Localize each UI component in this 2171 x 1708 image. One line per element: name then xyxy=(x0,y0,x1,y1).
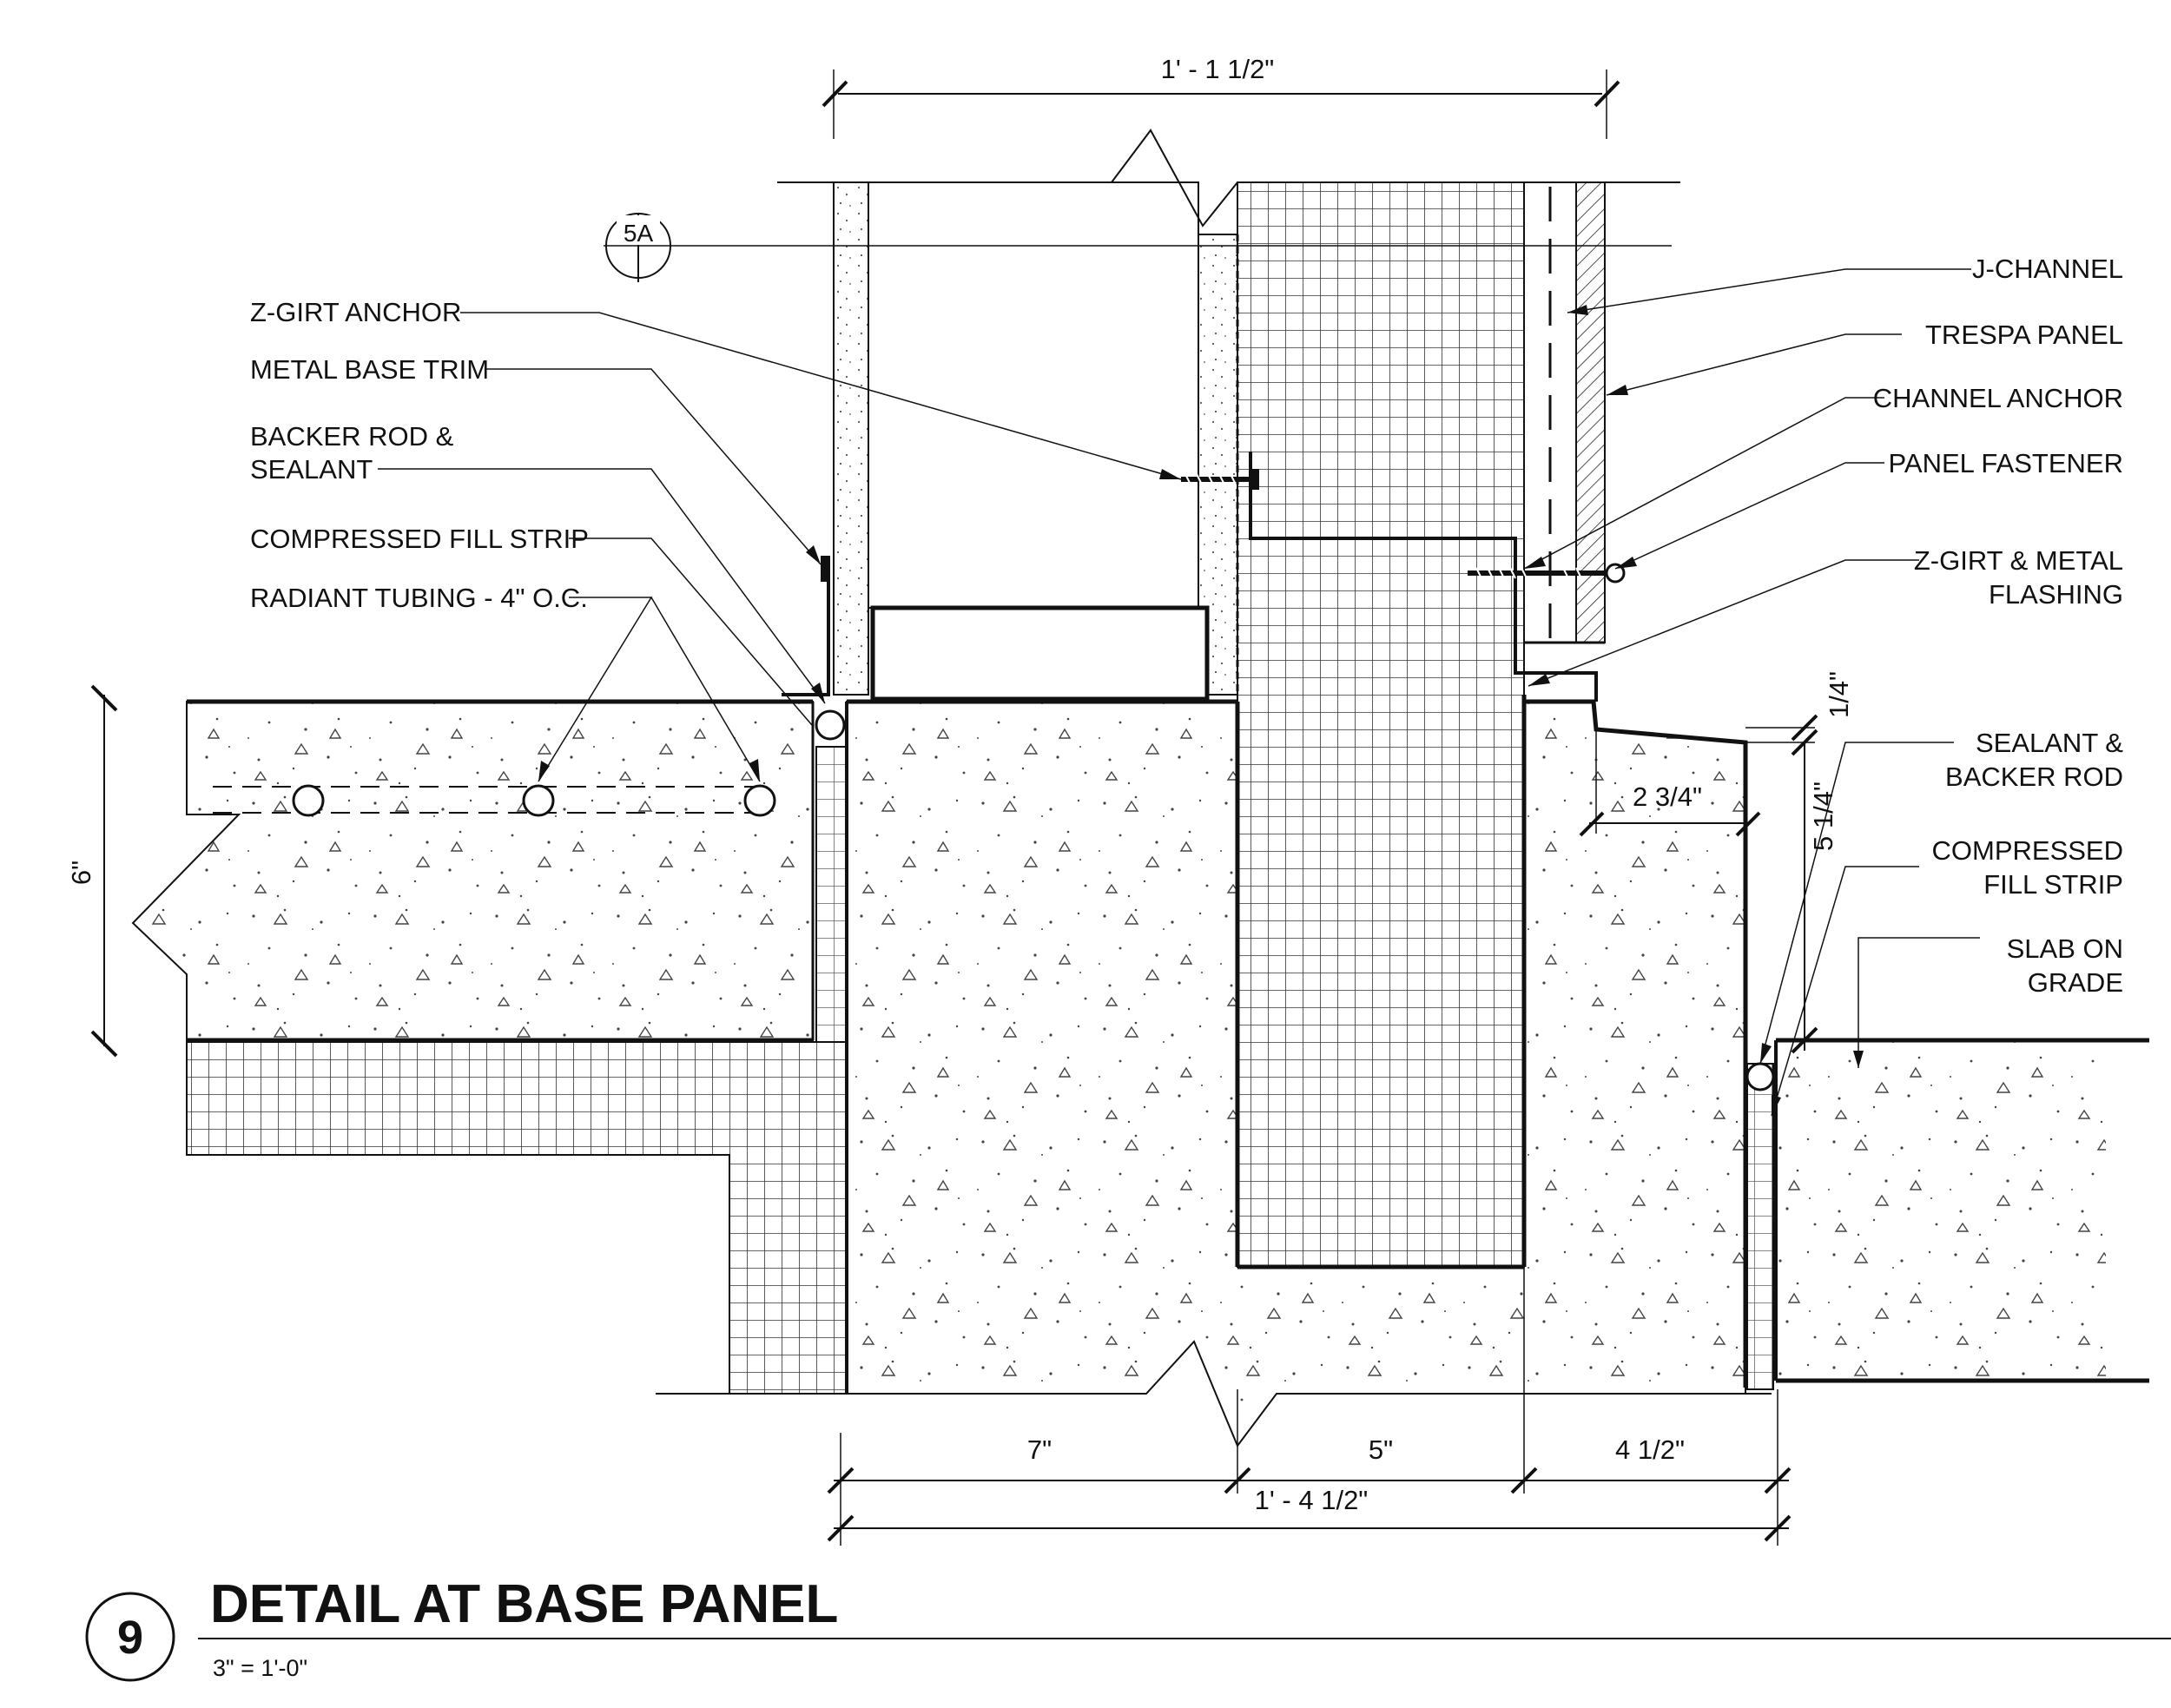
label-channel-anchor: CHANNEL ANCHOR xyxy=(1873,383,2123,413)
z-girt xyxy=(1249,452,1598,702)
compressed-fill-strip-left xyxy=(815,746,848,1043)
dim-slab-thickness-label: 6" xyxy=(66,861,96,885)
title-block xyxy=(85,1592,2171,1682)
radiant-tubing xyxy=(213,784,776,817)
dim-seg-left-label: 7" xyxy=(1027,1434,1052,1465)
label-sealant-backer-rod-1: SEALANT & xyxy=(1976,728,2123,758)
dim-ledge-drop-label: 1/4" xyxy=(1824,671,1854,718)
label-backer-rod-sealant-1: BACKER ROD & xyxy=(250,421,454,452)
leaders xyxy=(378,268,1980,1117)
backer-rod-left xyxy=(815,709,846,741)
dim-ledge-height-label: 5 1/4" xyxy=(1808,781,1838,851)
dim-top-label: 1' - 1 1/2" xyxy=(1161,54,1275,84)
label-sealant-backer-rod-2: BACKER ROD xyxy=(1945,762,2123,792)
metal-base-trim xyxy=(782,556,830,696)
detail-number: 9 xyxy=(117,1612,143,1664)
label-j-channel: J-CHANNEL xyxy=(1972,254,2123,284)
z-girt-anchor-screw xyxy=(1181,469,1259,490)
label-trespa-panel: TRESPA PANEL xyxy=(1925,320,2123,350)
dim-seg-mid-label: 5" xyxy=(1369,1434,1393,1465)
wall-cavity xyxy=(868,181,1199,609)
section-reference-tag xyxy=(604,213,1672,282)
label-backer-rod-sealant-2: SEALANT xyxy=(250,454,373,485)
label-slab-on-grade-2: GRADE xyxy=(2028,967,2123,998)
detail-scale: 3" = 1'-0" xyxy=(213,1655,307,1681)
label-slab-on-grade-1: SLAB ON xyxy=(2007,933,2123,964)
label-compressed-fill-strip-right-1: COMPRESSED xyxy=(1932,835,2123,866)
detail-title: DETAIL AT BASE PANEL xyxy=(210,1574,838,1634)
dim-top xyxy=(822,69,1620,139)
label-z-girt-flashing-1: Z-GIRT & METAL xyxy=(1914,545,2123,576)
interior-slab xyxy=(131,701,814,1041)
leader-arrowheads xyxy=(538,305,1864,1116)
bottom-plate xyxy=(870,605,1210,702)
section-tag-label: 5A xyxy=(624,220,654,247)
panel-fastener-screw xyxy=(1468,563,1626,584)
dim-bottom-segments xyxy=(827,1268,1792,1546)
dim-overall-label: 1' - 4 1/2" xyxy=(1255,1485,1369,1515)
label-radiant-tubing: RADIANT TUBING - 4" O.C. xyxy=(250,583,588,613)
dim-seg-right-label: 4 1/2" xyxy=(1615,1434,1685,1465)
label-metal-base-trim: METAL BASE TRIM xyxy=(250,354,489,385)
trespa-panel xyxy=(1575,181,1606,643)
interior-sheathing xyxy=(833,181,869,696)
label-compressed-fill-strip-right-2: FILL STRIP xyxy=(1983,869,2123,900)
label-compressed-fill-strip-left: COMPRESSED FILL STRIP xyxy=(250,524,589,554)
under-slab-insulation xyxy=(186,1041,848,1395)
compressed-fill-strip-right xyxy=(1746,1063,1774,1390)
dim-slab-thickness xyxy=(90,684,118,1058)
label-z-girt-anchor: Z-GIRT ANCHOR xyxy=(250,297,461,327)
wall-insulation xyxy=(1237,181,1525,1268)
slab-on-grade xyxy=(1776,1040,2106,1381)
label-panel-fastener: PANEL FASTENER xyxy=(1889,448,2123,478)
backer-rod-right xyxy=(1745,1062,1775,1091)
dim-ledge-width-label: 2 3/4" xyxy=(1633,781,1702,812)
label-z-girt-flashing-2: FLASHING xyxy=(1989,579,2123,610)
